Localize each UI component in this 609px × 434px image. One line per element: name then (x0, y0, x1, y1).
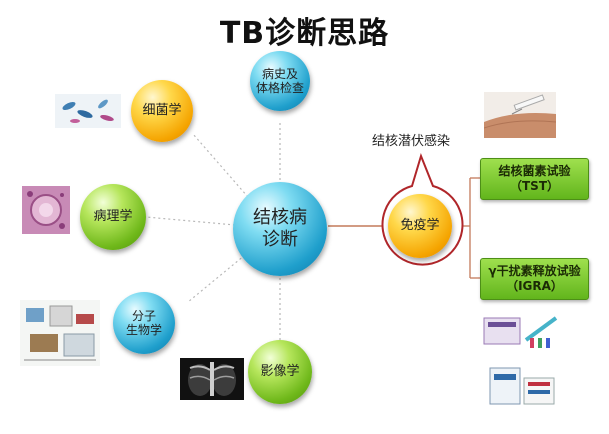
immunology-label: 免疫学 (400, 218, 440, 234)
immunology-node[interactable]: 免疫学 (388, 194, 452, 258)
tst-box[interactable]: 结核菌素试验 （TST） (480, 158, 589, 200)
tst-injection-image (484, 92, 556, 138)
page-title: TB诊断思路 (219, 16, 390, 51)
chest-xray-image (180, 358, 244, 400)
tst-label: 结核菌素试验 （TST） (498, 164, 571, 193)
igra-kit-image-1 (482, 310, 562, 352)
igra-kit-image-2 (486, 362, 558, 412)
pathology-slide-image (22, 186, 70, 234)
molecular-biology-node[interactable]: 分子 生物学 (113, 292, 175, 354)
spoke-pathology (145, 216, 236, 226)
history-label: 病史及 体格检查 (255, 66, 304, 95)
bacteriology-node[interactable]: 细菌学 (131, 80, 193, 142)
latent-infection-label: 结核潜伏感染 (372, 134, 451, 149)
lab-equipment-image (20, 300, 100, 366)
center-node[interactable]: 结核病 诊断 (233, 182, 327, 276)
bacteria-microscope-image (55, 94, 121, 128)
imaging-label: 影像学 (260, 364, 300, 380)
molecular-biology-label: 分子 生物学 (125, 308, 162, 337)
history-node[interactable]: 病史及 体格检查 (250, 51, 310, 111)
igra-box[interactable]: γ干扰素释放试验 （IGRA） (480, 258, 589, 300)
spoke-bacteriology (192, 133, 249, 198)
bacteriology-label: 细菌学 (142, 103, 182, 119)
center-label: 结核病 诊断 (253, 207, 307, 250)
pathology-label: 病理学 (93, 209, 133, 225)
imaging-node[interactable]: 影像学 (248, 340, 312, 404)
spoke-molecular (187, 254, 246, 303)
igra-label: γ干扰素释放试验 （IGRA） (488, 264, 581, 293)
pathology-node[interactable]: 病理学 (80, 184, 146, 250)
